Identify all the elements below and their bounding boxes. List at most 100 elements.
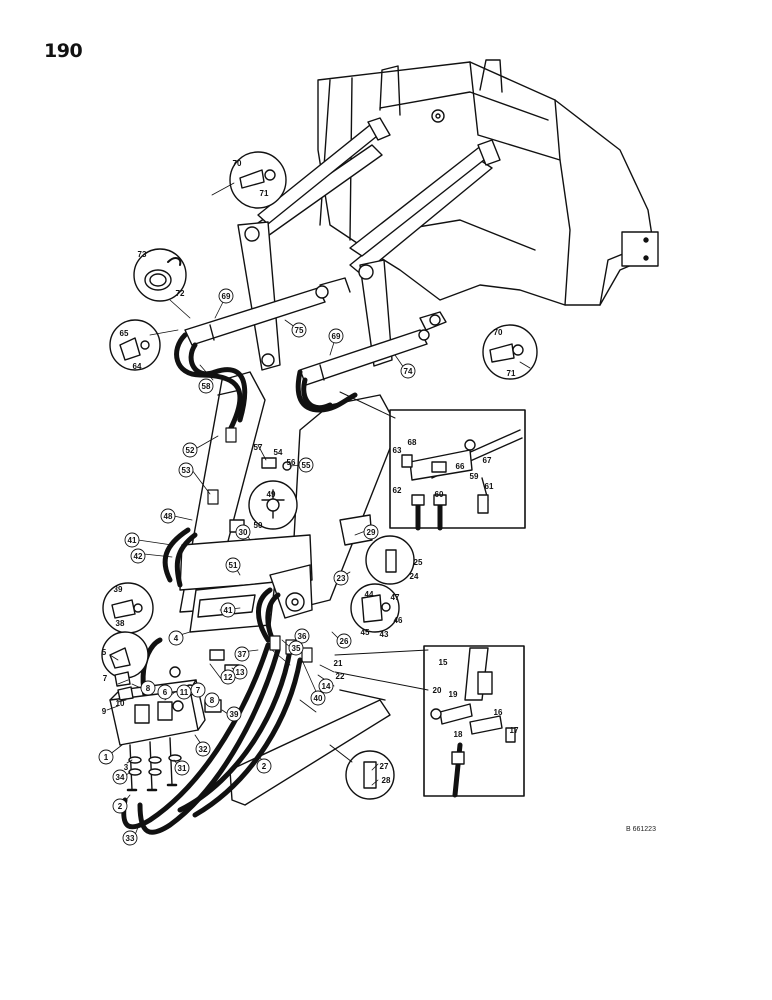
callout-text: 27 xyxy=(380,762,389,771)
callout-72: 72 xyxy=(176,289,185,298)
callout-text: 57 xyxy=(254,443,263,452)
callout-ring xyxy=(112,798,128,814)
callout-16: 16 xyxy=(494,708,503,717)
callout-text: 12 xyxy=(224,673,233,682)
callout-32: 32 xyxy=(195,741,211,757)
callout-ring xyxy=(294,628,310,644)
callout-37: 37 xyxy=(234,646,250,662)
callout-55: 55 xyxy=(298,457,314,473)
callout-69: 69 xyxy=(328,328,344,344)
callout-text: 72 xyxy=(176,289,185,298)
callout-12: 12 xyxy=(220,669,236,685)
callout-24: 24 xyxy=(410,572,419,581)
callout-text: 13 xyxy=(236,668,245,677)
callout-text: 69 xyxy=(222,292,231,301)
callout-text: 28 xyxy=(382,776,391,785)
callout-text: 63 xyxy=(393,446,402,455)
callout-text: 7 xyxy=(103,674,108,683)
callout-59: 59 xyxy=(470,472,479,481)
callout-ring xyxy=(122,830,138,846)
callout-text: 42 xyxy=(134,552,143,561)
callout-ring xyxy=(112,769,128,785)
callout-ring xyxy=(204,692,220,708)
callout-ring xyxy=(234,646,250,662)
callout-ring xyxy=(318,678,334,694)
callout-ring xyxy=(333,570,349,586)
callout-text: 67 xyxy=(483,456,492,465)
callout-ring xyxy=(195,741,211,757)
callout-ring xyxy=(363,524,379,540)
callout-text: 9 xyxy=(102,707,107,716)
callout-text: 60 xyxy=(435,490,444,499)
callout-22: 22 xyxy=(336,672,345,681)
callout-ring xyxy=(198,378,214,394)
callout-text: 19 xyxy=(449,690,458,699)
callout-31: 31 xyxy=(174,760,190,776)
callout-text: 69 xyxy=(332,332,341,341)
callout-60: 60 xyxy=(435,490,444,499)
callout-text: 52 xyxy=(186,446,195,455)
magnifier-callouts xyxy=(101,151,538,800)
callout-text: 38 xyxy=(116,619,125,628)
callout-6: 6 xyxy=(157,684,173,700)
callout-text: 49 xyxy=(267,490,276,499)
callout-ring xyxy=(220,602,236,618)
callout-ring xyxy=(130,548,146,564)
callout-63: 63 xyxy=(393,446,402,455)
callout-67: 67 xyxy=(483,456,492,465)
callout-44: 44 xyxy=(365,590,374,599)
callout-text: 10 xyxy=(116,699,125,708)
callout-1: 1 xyxy=(98,749,114,765)
callout-text: 20 xyxy=(433,686,442,695)
callout-text: 2 xyxy=(118,802,123,811)
callout-ring xyxy=(225,557,241,573)
callout-ring xyxy=(220,669,236,685)
callout-text: 50 xyxy=(254,521,263,530)
callout-text: 51 xyxy=(229,561,238,570)
callout-ring xyxy=(328,328,344,344)
callout-47: 47 xyxy=(391,593,400,602)
callout-18: 18 xyxy=(454,730,463,739)
callout-ring xyxy=(140,680,156,696)
callout-38: 38 xyxy=(116,619,125,628)
callout-text: 43 xyxy=(380,630,389,639)
callout-19: 19 xyxy=(449,690,458,699)
callout-ring xyxy=(336,633,352,649)
callout-49: 49 xyxy=(267,490,276,499)
callout-text: 56 xyxy=(287,458,296,467)
callout-text: 24 xyxy=(410,572,419,581)
callout-text: 73 xyxy=(138,250,147,259)
callout-29: 29 xyxy=(363,524,379,540)
callout-text: 45 xyxy=(361,628,370,637)
callout-text: 34 xyxy=(116,773,125,782)
callout-text: 32 xyxy=(199,745,208,754)
callout-70: 70 xyxy=(233,159,242,168)
callout-ring xyxy=(400,363,416,379)
callout-text: 11 xyxy=(180,688,189,697)
callout-68: 68 xyxy=(408,438,417,447)
callout-text: 16 xyxy=(494,708,503,717)
callout-70: 70 xyxy=(494,328,503,337)
callout-text: 2 xyxy=(262,762,267,771)
callout-ring xyxy=(168,630,184,646)
callout-ring xyxy=(98,749,114,765)
callout-8: 8 xyxy=(140,680,156,696)
detail-inset-lower xyxy=(334,645,525,798)
callout-text: 7 xyxy=(196,686,201,695)
callout-text: 25 xyxy=(414,558,423,567)
callout-ring xyxy=(174,760,190,776)
callout-41: 41 xyxy=(124,532,140,548)
callout-15: 15 xyxy=(439,658,448,667)
callout-text: 26 xyxy=(340,637,349,646)
callout-text: 6 xyxy=(163,688,168,697)
page-number: 190 xyxy=(44,40,83,62)
callout-33: 33 xyxy=(122,830,138,846)
callout-13: 13 xyxy=(232,664,248,680)
callout-71: 71 xyxy=(260,189,269,198)
callout-text: 23 xyxy=(337,574,346,583)
callout-20: 20 xyxy=(433,686,442,695)
callout-text: 35 xyxy=(292,644,301,653)
